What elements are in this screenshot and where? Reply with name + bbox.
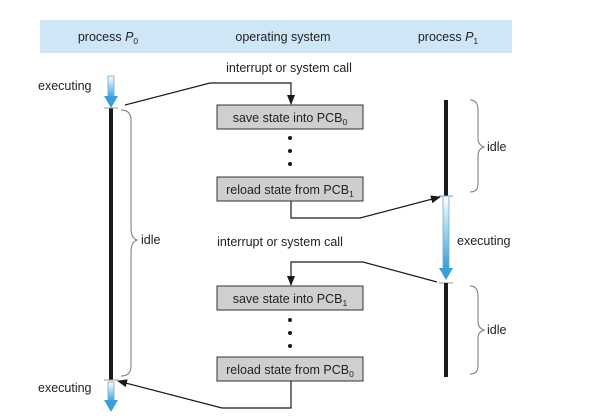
box-save-pcb0: save state into PCB0 (216, 104, 364, 130)
box-save-pcb1: save state into PCB1 (216, 285, 364, 311)
ellipsis-dots-top (288, 136, 292, 166)
header-process-p1: process P1 (418, 30, 479, 46)
p0-executing-bottom-label: executing (38, 381, 92, 395)
p0-executing-bottom-bar (107, 381, 115, 403)
p1-idle-bottom-brace (469, 285, 486, 375)
svg-text:save state into PCB0: save state into PCB0 (233, 111, 348, 127)
ellipsis-dots-bottom (288, 318, 292, 348)
svg-text:save state into PCB1: save state into PCB1 (233, 292, 348, 308)
header-process-p0: process P0 (78, 30, 139, 46)
p0-idle-brace (120, 109, 139, 377)
p1-executing-label: executing (457, 234, 511, 248)
interrupt-label-mid: interrupt or system call (217, 235, 343, 249)
box-reload-pcb0: reload state from PCB0 (216, 356, 364, 382)
p1-executing-arrowhead (439, 268, 453, 280)
box-reload-pcb1: reload state from PCB1 (216, 176, 364, 202)
arrow-p0-to-save-pcb0 (124, 82, 295, 106)
header-operating-system: operating system (235, 30, 330, 44)
p0-executing-top-label: executing (38, 79, 92, 93)
arrow-reload-pcb1-to-p1 (290, 195, 441, 219)
p0-executing-top-bar (107, 75, 115, 99)
arrow-reload-pcb0-to-p0 (117, 379, 292, 409)
p0-executing-bottom-arrowhead (104, 400, 118, 412)
p1-idle-top-brace (469, 99, 486, 193)
svg-text:reload state from PCB0: reload state from PCB0 (226, 363, 354, 379)
arrow-p1-to-save-pcb1 (287, 261, 438, 286)
svg-text:reload state from PCB1: reload state from PCB1 (226, 183, 354, 199)
p1-idle-top-label: idle (487, 140, 507, 154)
header-band (40, 20, 512, 53)
p1-executing-bar (442, 195, 450, 269)
interrupt-label-top: interrupt or system call (226, 61, 352, 75)
p0-executing-top-arrowhead (104, 96, 118, 108)
p0-idle-label: idle (141, 233, 161, 247)
p1-idle-bottom-label: idle (487, 323, 507, 337)
